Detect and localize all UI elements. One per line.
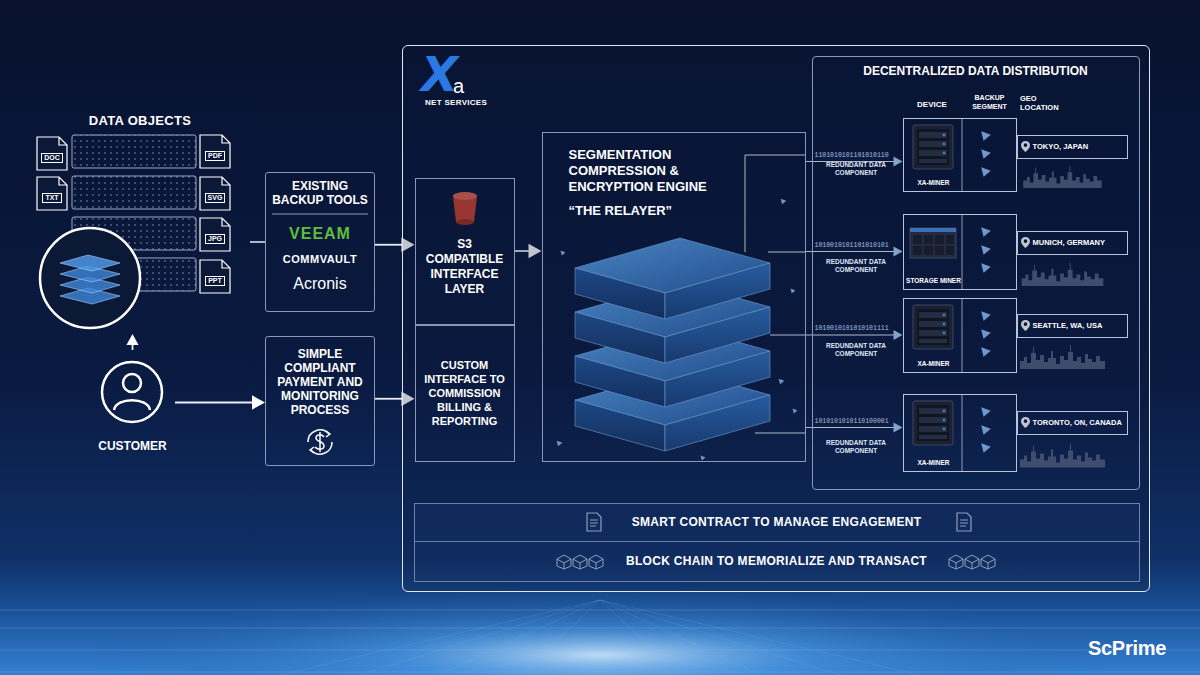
node-label: DATA OBJECTS [89,113,191,128]
node-label: DECENTRALIZED DATA DISTRIBUTION [863,64,1087,78]
column-header: GEO LOCATION [1020,94,1070,112]
node-label: SEATTLE, WA, USA [1033,321,1103,330]
customer-icon [102,362,162,422]
data-circle [40,228,140,328]
file-icon: JPG [200,218,230,251]
backup-divider [272,214,368,215]
device-row: XA-MINER [903,118,1017,192]
node-label: STORAGE MINER [906,277,962,285]
node-label: X [421,52,458,96]
component-note: REDUNDANT DATA COMPONENT [816,342,896,358]
process-box: SIMPLE COMPLIANT PAYMENT AND MONITORING … [265,336,375,466]
connector-line [250,241,265,243]
file-icon: PPT [200,260,230,293]
component-note: REDUNDANT DATA COMPONENT [816,161,896,177]
node-label: SMART CONTRACT TO MANAGE ENGAGEMENT [632,515,922,529]
column-header: DEVICE [903,100,961,110]
node-label: XA-MINER [906,179,962,187]
node-label: PDF [205,151,225,161]
node-text: Acronis [293,275,346,293]
arrow-head [126,334,138,345]
brand-mark: ScPrime [1088,636,1188,660]
node-label: XA-MINER [906,360,962,368]
connector-line [375,398,403,400]
node-text: COMMVAULT [283,253,357,266]
data-stream-label: 1010010101010101111 [814,325,890,333]
file-icon: PDF [200,135,230,168]
connector-line [375,244,403,246]
interface-box: S3 COMPATIBLE INTERFACE LAYER [415,178,515,325]
column-header: BACKUP SEGMENT [962,94,1017,111]
node-text: “THE RELAYER” [569,203,673,219]
geo-location: TORONTO, ON, CANADA [1017,411,1128,435]
node-label: TXT [42,193,61,203]
geo-location: TOKYO, JAPAN [1017,135,1128,159]
file-icon: DOC [37,137,67,170]
node-label: TOKYO, JAPAN [1033,142,1089,151]
geo-location: MUNICH, GERMANY [1017,231,1128,255]
component-note: REDUNDANT DATA COMPONENT [816,258,896,274]
connector [250,242,265,243]
node-text: NET SERVICES [425,98,487,108]
file-icon: TXT [37,177,67,210]
node-label: JPG [205,234,225,244]
node-label: PPT [205,276,225,286]
node-label: EXISTING BACKUP TOOLS [270,179,370,207]
device-row: STORAGE MINER [903,214,1017,290]
data-stream-label: 1101010101101010110 [814,152,890,160]
geo-location: SEATTLE, WA, USA [1017,314,1128,338]
node-text: VEEAM [289,225,351,243]
node-label: MUNICH, GERMANY [1033,238,1106,247]
data-stream-label: 1010010101101010101 [814,242,890,250]
payment-icon [308,430,332,454]
node-label: DOC [41,153,63,163]
tool-box: EXISTING BACKUP TOOLS VEEAM COMMVAULT Acron… [265,172,375,312]
engine-box: SEGMENTATION COMPRESSION & ENCRYPTION EN… [542,132,806,462]
node-label: SEGMENTATION COMPRESSION & ENCRYPTION EN… [569,147,749,195]
device-row: XA-MINER [903,298,1017,373]
connector [175,395,265,409]
service-frame: XaNET SERVICES S3 COMPATIBLE INTERFACE LA… [402,45,1150,592]
connector-line [175,402,253,404]
data-stream-label: 1010101010110100001 [814,418,890,426]
component-note: REDUNDANT DATA COMPONENT [816,439,896,455]
node-label: SVG [205,193,226,203]
node-label: TORONTO, ON, CANADA [1033,418,1122,427]
actor: CUSTOMER [90,350,175,455]
node-label: S3 COMPATIBLE INTERFACE LAYER [419,237,511,297]
node-label: CUSTOM INTERFACE TO COMMISSION BILLING &… [419,358,511,428]
blockchain-band: BLOCK CHAIN TO MEMORIALIZE AND TRANSACT [414,542,1140,582]
node-label: XA-MINER [906,459,962,467]
connector [126,334,138,350]
contract-band: SMART CONTRACT TO MANAGE ENGAGEMENT [414,503,1140,542]
arrow-head [252,395,265,409]
device-row: XA-MINER [903,394,1017,472]
node-label: CUSTOMER [98,439,166,453]
node-label: BLOCK CHAIN TO MEMORIALIZE AND TRANSACT [626,554,927,568]
interface-box: CUSTOM INTERFACE TO COMMISSION BILLING &… [415,325,515,462]
node-label: SIMPLE COMPLIANT PAYMENT AND MONITORING … [270,347,370,417]
object-group: DATA OBJECTS DOC PDF TXT SVG JPG PPT [30,110,250,334]
file-icon: SVG [200,177,230,210]
node-text: a [453,76,464,96]
